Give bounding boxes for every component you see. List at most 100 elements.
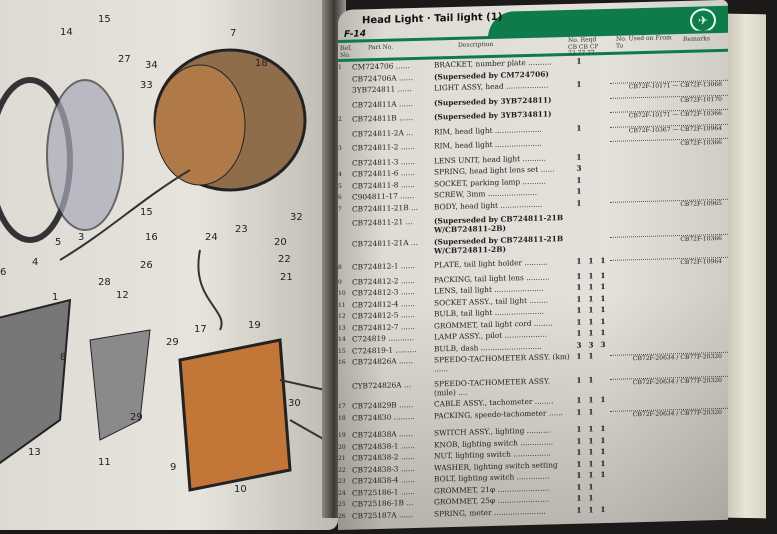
ref-number: 17 <box>338 402 346 410</box>
qty-required: 1 <box>576 375 582 385</box>
part-number: CYB724826A ... <box>352 379 411 391</box>
qty-required <box>574 138 584 150</box>
ref-number: 1 <box>338 63 342 71</box>
qty-required: 1 <box>576 123 582 133</box>
svg-text:13: 13 <box>28 447 41 458</box>
part-number: CB725187A ...... <box>352 509 414 521</box>
part-number: 3YB724811 ...... <box>352 84 412 95</box>
qty-required <box>598 67 608 76</box>
part-number: CB724811-21B ... <box>352 202 419 214</box>
page-header: ✈ F-14 Head Light · Tail light (1) Ref. … <box>338 0 728 62</box>
remarks-used-on: CB72F-20634 / CB77F-20320 <box>610 351 728 369</box>
svg-text:33: 33 <box>140 80 153 91</box>
qty-required <box>574 94 584 106</box>
part-description: PACKING, speedo-tachometer ...... <box>434 407 563 420</box>
svg-text:16: 16 <box>145 232 158 243</box>
ref-number: 20 <box>338 443 346 451</box>
ref-number: 4 <box>338 170 342 178</box>
qty-required <box>574 213 584 231</box>
svg-text:9: 9 <box>170 462 176 473</box>
svg-text:15: 15 <box>140 207 153 218</box>
svg-text:29: 29 <box>130 412 143 423</box>
qty-required: 1 <box>600 304 606 315</box>
ref-number: 7 <box>338 205 342 213</box>
part-number: CB724838A ...... <box>352 429 414 440</box>
qty-required <box>598 232 608 250</box>
ref-number <box>338 86 350 98</box>
qty-required: 1 <box>576 152 582 162</box>
svg-text:18: 18 <box>255 58 268 69</box>
remarks-used-on: CB72F-10366 <box>610 233 728 251</box>
svg-text:15: 15 <box>98 14 111 25</box>
qty-required: 1 <box>576 256 582 266</box>
qty-required <box>598 186 608 195</box>
qty-required: 1 <box>576 282 582 292</box>
qty-required: 1 <box>576 56 582 66</box>
ref-number: 22 <box>338 466 346 474</box>
part-number: CB724811-2A ... <box>352 127 414 139</box>
ref-number: 10 <box>338 289 346 297</box>
qty-required <box>598 481 608 490</box>
ref-number: 15 <box>338 347 346 355</box>
part-number: CB724811-2 ...... <box>352 141 415 153</box>
ref-number: 21 <box>338 454 346 462</box>
remarks-used-on: CB72F-20634 / CB77F-20320 <box>610 375 728 393</box>
part-description: SPEEDO-TACHOMETER ASSY. (km) ...... <box>434 351 570 374</box>
qty-required: 1 <box>576 395 582 405</box>
qty-required: 1 <box>600 270 606 280</box>
svg-text:12: 12 <box>116 290 129 301</box>
part-number: CB724812-2 ...... <box>352 275 415 287</box>
part-number: CB724812-3 ...... <box>352 286 415 298</box>
qty-required: 1 <box>576 271 582 281</box>
col-desc: Description <box>458 40 494 49</box>
svg-text:17: 17 <box>194 324 207 335</box>
part-description: SPEEDO-TACHOMETER ASSY. (mile) .... <box>434 375 551 397</box>
svg-text:20: 20 <box>274 237 287 248</box>
part-number: CB724812-4 ...... <box>352 298 415 310</box>
qty-required: 1 <box>576 328 582 338</box>
ref-number: 3 <box>338 144 342 152</box>
qty-required: 1 <box>588 293 594 303</box>
qty-required: 1 <box>600 435 606 445</box>
figure-number: F-14 <box>344 29 366 40</box>
qty-required <box>586 175 596 184</box>
qty-required: 1 <box>600 255 606 266</box>
part-number: CB724811-8 ...... <box>352 179 415 191</box>
svg-text:26: 26 <box>140 260 153 271</box>
qty-required <box>598 174 608 183</box>
ref-number: 26 <box>338 512 346 520</box>
part-number: CB725186-1 ...... <box>352 486 415 498</box>
part-number: C724819 ........... <box>352 333 415 344</box>
col-used-on: No. Used on From To <box>616 34 672 50</box>
part-number: CB724838-2 ...... <box>352 451 415 463</box>
qty-required <box>586 233 596 251</box>
qty-required: 1 <box>576 436 582 446</box>
headlight-lens <box>46 79 124 231</box>
qty-required: 1 <box>576 294 582 304</box>
qty-required: 3 <box>588 339 594 349</box>
qty-required <box>598 163 608 172</box>
qty-required <box>586 152 596 161</box>
qty-required <box>598 108 608 120</box>
ref-number <box>338 129 350 141</box>
ref-number: 2 <box>338 115 342 123</box>
part-description: (Superseded by CB724811-21B W/CB724811-2… <box>434 213 564 235</box>
qty-required: 1 <box>588 493 594 503</box>
svg-text:11: 11 <box>98 457 111 468</box>
qty-required: 1 <box>600 504 606 514</box>
svg-text:29: 29 <box>166 337 179 348</box>
qty-required: 1 <box>576 447 582 457</box>
part-number: CB724838-1 ...... <box>352 440 415 452</box>
qty-required <box>586 186 596 195</box>
qty-required <box>586 94 596 106</box>
ref-number <box>338 158 350 167</box>
qty-required: 1 <box>588 447 594 457</box>
qty-required: 1 <box>588 458 594 468</box>
page-edges <box>726 13 766 519</box>
qty-required <box>586 212 596 230</box>
cables <box>59 169 326 441</box>
qty-required <box>586 56 596 65</box>
part-number: CB724826A ...... <box>352 356 414 367</box>
qty-required <box>586 68 596 77</box>
